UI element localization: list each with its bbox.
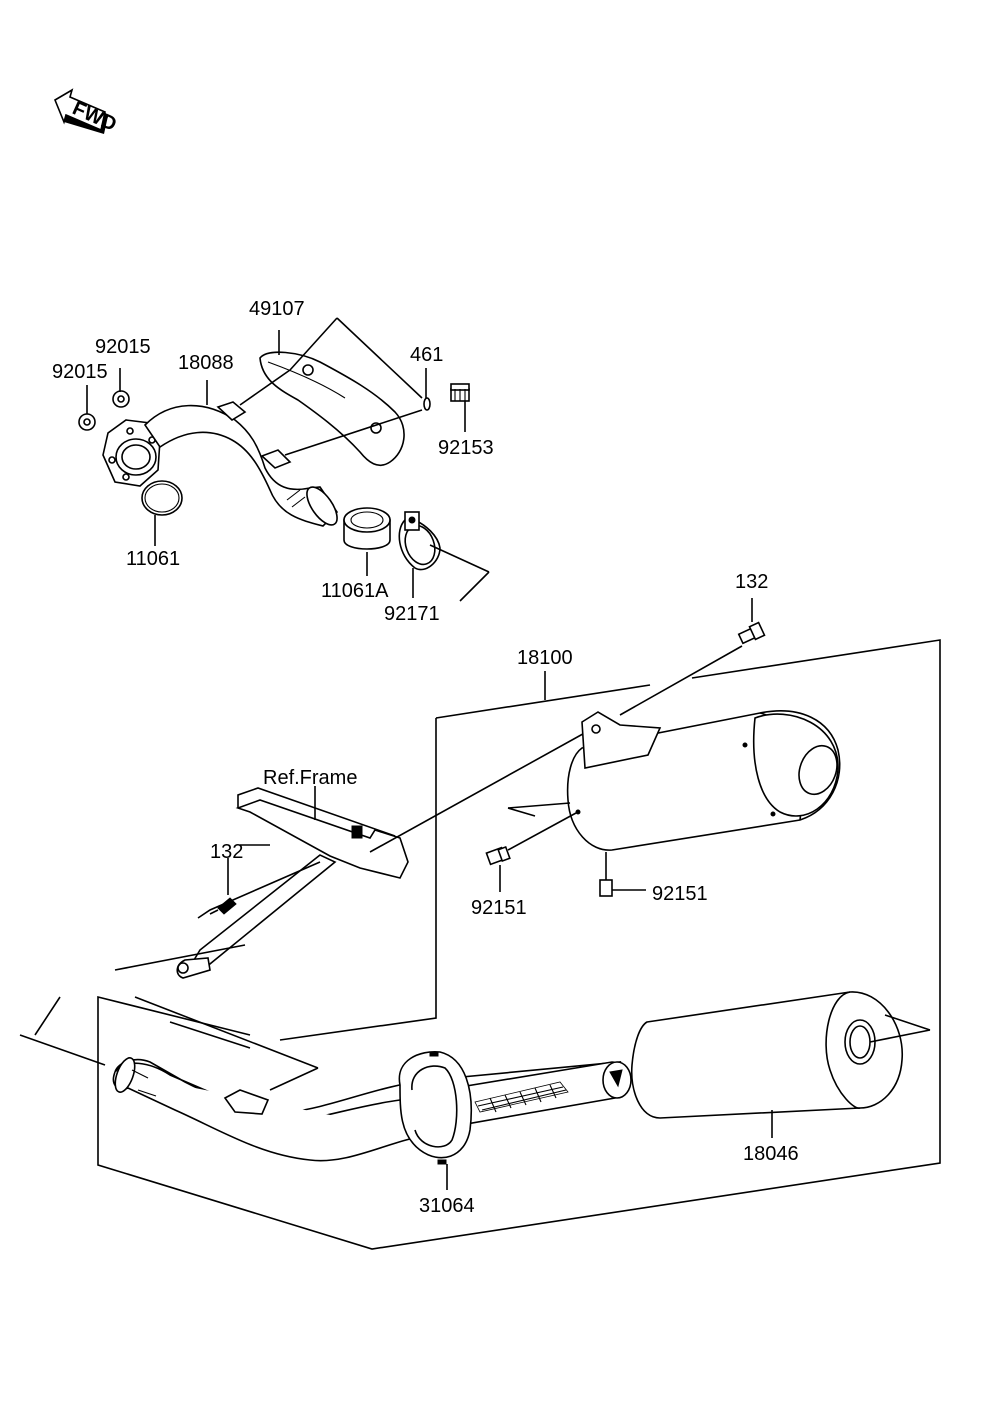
leader-132-top: [619, 645, 743, 716]
washer-461: [423, 397, 431, 411]
muffler-shell-18046: [630, 991, 931, 1138]
bolt-92153: [450, 383, 470, 402]
callout-ref-frame: Ref.Frame: [263, 767, 357, 789]
nut-92015-upper: [112, 390, 130, 408]
callout-461: 461: [410, 344, 443, 366]
heat-guard-49107: [259, 351, 405, 467]
bolt-92151-right: [599, 852, 646, 897]
callout-92171: 92171: [384, 603, 440, 625]
callout-92015-lower: 92015: [52, 361, 108, 383]
callout-18100: 18100: [517, 647, 573, 669]
frame-ref: [19, 786, 409, 1091]
perforated-mesh: [474, 1081, 569, 1113]
muffler-assembly-outline: [97, 639, 941, 1250]
gasket-11061: [141, 480, 183, 516]
leader-bracket-frame: [369, 729, 591, 853]
callout-11061: 11061: [126, 548, 180, 570]
callout-132-top: 132: [735, 571, 768, 593]
baffle-31064: [398, 1050, 472, 1190]
nut-92015-lower: [78, 413, 96, 431]
callout-92151-right: 92151: [652, 883, 708, 905]
callout-92151-left: 92151: [471, 897, 527, 919]
callout-31064: 31064: [419, 1195, 475, 1217]
muffler-pipe-lower: [112, 1057, 632, 1162]
bolt-132-top: [737, 598, 766, 645]
callout-18088: 18088: [178, 352, 234, 374]
callout-11061a: 11061A: [321, 580, 389, 602]
callout-49107: 49107: [249, 298, 305, 320]
callout-18046: 18046: [743, 1143, 799, 1165]
clamp-92171: [398, 511, 441, 571]
bolt-92151-left: [485, 812, 577, 892]
callout-132-frame: 132: [210, 841, 243, 863]
bolt-132-frame: [209, 897, 237, 915]
header-pipe-18088: [102, 401, 339, 527]
callout-92015-upper: 92015: [95, 336, 151, 358]
upper-leader-lines: [86, 317, 490, 602]
gasket-11061a: [343, 507, 391, 550]
fwd-arrow-icon: FWD: [53, 88, 120, 136]
muffler-silencer: [507, 710, 841, 851]
callout-92153: 92153: [438, 437, 494, 459]
